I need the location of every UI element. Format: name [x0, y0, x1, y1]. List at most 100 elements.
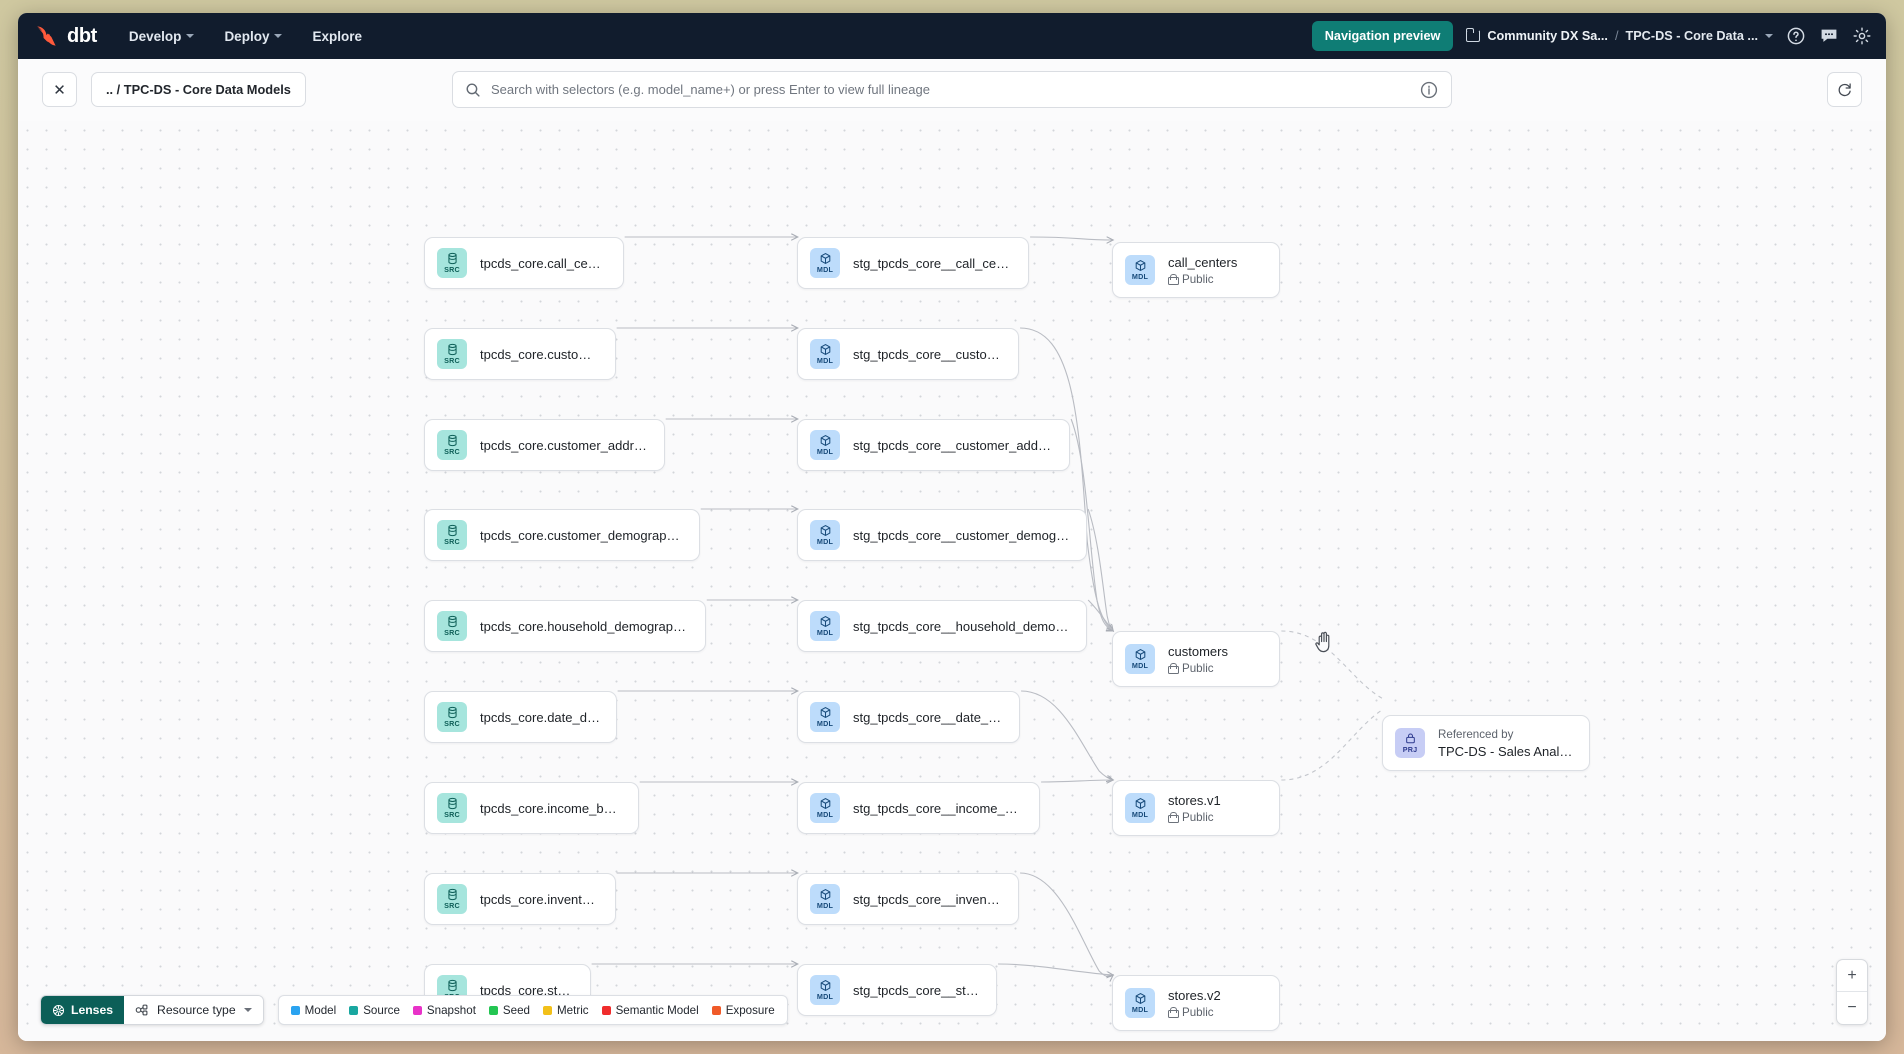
src-badge-icon: SRC [437, 520, 467, 550]
node-body: stg_tpcds_core__customer_address [853, 438, 1053, 453]
legend-swatch [543, 1005, 552, 1015]
lineage-toolbar: ✕ .. / TPC-DS - Core Data Models [18, 59, 1886, 121]
navigation-preview-button[interactable]: Navigation preview [1311, 21, 1454, 51]
node-access-badge: Public [1168, 662, 1228, 675]
node-body: stg_tpcds_core__customer [853, 347, 1002, 362]
mdl-badge-icon: MDL [810, 248, 840, 278]
help-circle-icon[interactable] [1786, 26, 1806, 46]
search-input[interactable] [491, 82, 1409, 97]
breadcrumb-account[interactable]: Community DX Sa... [1487, 29, 1608, 43]
prj-badge-icon: PRJ [1395, 728, 1425, 758]
mdl-badge-icon: MDL [810, 611, 840, 641]
legend-label: Seed [502, 1003, 530, 1017]
legend-item-model[interactable]: Model [290, 1004, 336, 1017]
source-node-src-customer[interactable]: SRC tpcds_core.customer [424, 328, 616, 380]
node-title: stg_tpcds_core__household_demogr... [853, 618, 1070, 634]
resource-type-label: Resource type [157, 1003, 236, 1017]
legend-swatch [488, 1005, 498, 1015]
nav-item-explore[interactable]: Explore [310, 24, 364, 49]
src-badge-icon: SRC [437, 339, 467, 369]
chevron-down-icon [243, 1008, 252, 1012]
node-body: stg_tpcds_core__call_center [853, 256, 1012, 271]
node-body: tpcds_core.household_demographics [480, 619, 689, 634]
info-icon[interactable] [1419, 80, 1439, 100]
zoom-out-button[interactable]: − [1847, 999, 1857, 1016]
legend-label: Exposure [725, 1003, 775, 1017]
src-badge-icon: SRC [437, 793, 467, 823]
refresh-icon[interactable] [1827, 72, 1862, 107]
node-kicker: Referenced by [1438, 727, 1514, 741]
node-access-badge: Public [1168, 811, 1221, 824]
src-badge-icon: SRC [437, 611, 467, 641]
lenses-button[interactable]: Lenses [41, 996, 125, 1024]
top-navigation-bar: dbt Develop Deploy Explore Navigation pr… [18, 13, 1886, 59]
node-title: tpcds_core.household_demographics [480, 618, 689, 634]
mdl-badge-icon: MDL [1125, 644, 1155, 674]
lineage-search-bar[interactable] [452, 71, 1452, 108]
nav-item-develop[interactable]: Develop [127, 24, 197, 49]
model-node-mdl-stg-household-demographics[interactable]: MDL stg_tpcds_core__household_demogr... [797, 600, 1087, 652]
legend-swatch [349, 1005, 359, 1015]
mdl-badge-icon: MDL [810, 793, 840, 823]
node-title: tpcds_core.inventory [480, 891, 599, 907]
toolbar-right-group [1827, 72, 1862, 107]
src-badge-icon: SRC [437, 702, 467, 732]
account-project-breadcrumb: Community DX Sa... / TPC-DS - Core Data … [1465, 27, 1773, 43]
model-node-mdl-stg-customer-address[interactable]: MDL stg_tpcds_core__customer_address [797, 419, 1070, 471]
nav-item-deploy[interactable]: Deploy [222, 24, 284, 49]
feedback-icon[interactable] [1819, 26, 1839, 46]
lineage-breadcrumb-chip[interactable]: .. / TPC-DS - Core Data Models [91, 72, 306, 107]
model-node-mdl-stg-call-center[interactable]: MDL stg_tpcds_core__call_center [797, 237, 1029, 289]
zoom-in-button[interactable]: + [1837, 960, 1867, 992]
node-body: stg_tpcds_core__household_demogr... [853, 619, 1070, 634]
legend-item-source[interactable]: Source [349, 1004, 400, 1017]
mdl-badge-icon: MDL [810, 430, 840, 460]
chevron-down-icon [186, 34, 195, 38]
dbt-logo[interactable]: dbt [34, 24, 97, 48]
node-body: tpcds_core.call_center [480, 256, 607, 271]
source-node-src-customer-demographics[interactable]: SRC tpcds_core.customer_demographics [424, 509, 700, 561]
node-title: stg_tpcds_core__store [853, 982, 980, 998]
legend-item-exposure[interactable]: Exposure [711, 1003, 775, 1017]
legend-item-seed[interactable]: Seed [488, 1003, 530, 1017]
node-title: tpcds_core.customer_demographics [480, 527, 683, 543]
mdl-badge-icon: MDL [810, 884, 840, 914]
source-node-src-household-demographics[interactable]: SRC tpcds_core.household_demographics [424, 600, 706, 652]
node-title: tpcds_core.customer [480, 346, 599, 362]
legend-item-snapshot[interactable]: Snapshot [412, 1004, 476, 1017]
chevron-down-icon [274, 34, 283, 38]
gear-icon[interactable] [1852, 26, 1872, 46]
node-body: tpcds_core.inventory [480, 892, 599, 907]
legend-item-semantic-model[interactable]: Semantic Model [601, 1004, 699, 1017]
project-node-prj-sales-analytics[interactable]: PRJ Referenced by TPC-DS - Sales Analytics [1382, 715, 1590, 771]
legend-item-metric[interactable]: Metric [543, 1004, 589, 1017]
breadcrumb-project[interactable]: TPC-DS - Core Data ... [1625, 29, 1758, 43]
node-title: TPC-DS - Sales Analytics [1438, 743, 1573, 759]
node-title: tpcds_core.customer_address [480, 437, 648, 453]
chevron-down-icon[interactable] [1765, 34, 1773, 38]
resource-type-icon [135, 1003, 149, 1017]
dbt-logo-icon [34, 24, 60, 48]
resource-type-dropdown[interactable]: Resource type [124, 996, 263, 1024]
node-title: stg_tpcds_core__date_dim [853, 709, 1003, 725]
close-lineage-button[interactable]: ✕ [42, 72, 77, 107]
nav-item-explore-label: Explore [312, 28, 362, 44]
